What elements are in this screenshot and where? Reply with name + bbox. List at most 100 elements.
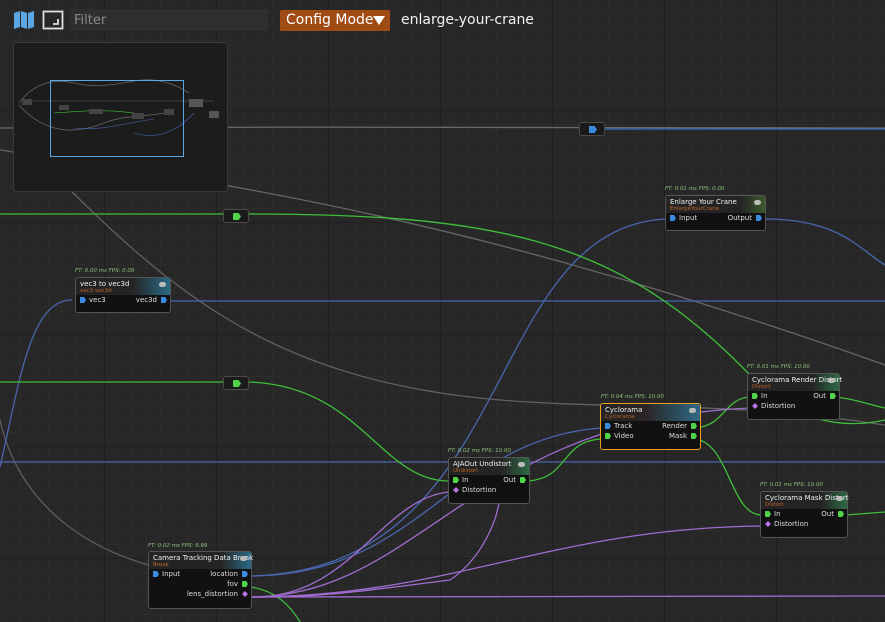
- caret-down-icon: [373, 16, 385, 25]
- node-stats: FT: 0.01 ms FPS: 0.00: [665, 186, 725, 192]
- pin-connector[interactable]: [453, 477, 459, 483]
- node-cyclorama-render-distort[interactable]: Cyclorama Render Distort Distort In Out …: [747, 373, 843, 420]
- minimap[interactable]: [13, 42, 228, 192]
- pin-output[interactable]: Render: [650, 421, 700, 431]
- config-mode-label: Config Mode: [286, 12, 374, 28]
- node-title: AJAOut Undistort: [453, 460, 512, 468]
- pin-input[interactable]: Input: [149, 569, 251, 579]
- pin-connector[interactable]: [765, 511, 771, 517]
- pin-output[interactable]: vec3d: [120, 295, 170, 305]
- pin-connector[interactable]: [520, 477, 526, 483]
- node-header[interactable]: vec3 to vec3d vec3 vec3d: [76, 278, 170, 295]
- node-header[interactable]: AJAOut Undistort Undistort: [449, 458, 529, 475]
- pin-connector[interactable]: [691, 423, 697, 429]
- node-enlarge-your-crane[interactable]: Enlarge Your Crane EnlargeYourCrane Inpu…: [665, 195, 766, 231]
- pin-input[interactable]: Distortion: [748, 401, 839, 411]
- node-cyclorama[interactable]: Cyclorama Cyclorama Track Render Video M…: [600, 403, 701, 450]
- pin-connector[interactable]: [80, 297, 86, 303]
- node-subtitle: Distort: [752, 384, 771, 390]
- collapse-icon[interactable]: [159, 282, 166, 287]
- pin-input[interactable]: In: [761, 509, 847, 519]
- pin-connector[interactable]: [752, 393, 758, 399]
- node-ajaout-undistort[interactable]: AJAOut Undistort Undistort In Out Distor…: [448, 457, 530, 504]
- node-title: Cyclorama: [605, 406, 643, 414]
- node-cyclorama-mask-distort[interactable]: Cyclorama Mask Distort Distort In Out Di…: [760, 491, 849, 538]
- reroute-pin[interactable]: [233, 213, 241, 220]
- pin-connector[interactable]: [691, 433, 697, 439]
- pin-input[interactable]: In: [748, 391, 839, 401]
- node-header[interactable]: Camera Tracking Data Break Break: [149, 552, 253, 569]
- pin-label: Distortion: [761, 402, 796, 410]
- node-stats: FT: 0.00 ms FPS: 0.00: [75, 268, 135, 274]
- config-mode-dropdown[interactable]: Config Mode: [280, 10, 390, 31]
- pin-input[interactable]: Distortion: [761, 519, 847, 529]
- node-header[interactable]: Cyclorama Render Distort Distort: [748, 374, 843, 391]
- pin-connector[interactable]: [242, 591, 248, 597]
- filter-input[interactable]: [70, 9, 268, 31]
- pin-connector[interactable]: [756, 215, 762, 221]
- pin-input[interactable]: Distortion: [449, 485, 529, 495]
- pin-connector[interactable]: [670, 215, 676, 221]
- minimap-graph: [18, 79, 219, 136]
- minimap-viewport[interactable]: [50, 80, 184, 157]
- node-subtitle: vec3 vec3d: [80, 288, 112, 294]
- pin-input[interactable]: In: [449, 475, 529, 485]
- pin-label: Mask: [668, 432, 687, 440]
- node-header[interactable]: Enlarge Your Crane EnlargeYourCrane: [666, 196, 765, 213]
- pin-connector[interactable]: [605, 423, 611, 429]
- frame-icon[interactable]: [42, 10, 64, 30]
- pin-label: In: [774, 510, 781, 518]
- pin-connector[interactable]: [153, 571, 159, 577]
- collapse-icon[interactable]: [836, 496, 843, 501]
- pin-output[interactable]: lens_distortion: [149, 589, 251, 599]
- node-stats: FT: 0.01 ms FPS: 10.00: [747, 364, 810, 370]
- pin-label: Input: [679, 214, 698, 222]
- node-subtitle: EnlargeYourCrane: [670, 206, 719, 212]
- pin-input[interactable]: Track: [601, 421, 700, 431]
- pin-connector[interactable]: [752, 403, 758, 409]
- reroute-node[interactable]: [223, 209, 249, 223]
- collapse-icon[interactable]: [754, 200, 761, 205]
- pin-connector[interactable]: [838, 511, 844, 517]
- pin-output[interactable]: Out: [807, 509, 847, 519]
- pin-connector[interactable]: [765, 521, 771, 527]
- pin-label: vec3: [89, 296, 106, 304]
- pin-connector[interactable]: [161, 297, 167, 303]
- reroute-pin[interactable]: [233, 380, 241, 387]
- pin-input[interactable]: Video: [601, 431, 700, 441]
- collapse-icon[interactable]: [828, 378, 835, 383]
- pin-output[interactable]: fov: [149, 579, 251, 589]
- reroute-node[interactable]: [223, 376, 249, 390]
- node-camera-tracking-data-break[interactable]: Camera Tracking Data Break Break Input l…: [148, 551, 253, 609]
- pin-output[interactable]: Out: [799, 391, 839, 401]
- node-vec3-to-vec3d[interactable]: vec3 to vec3d vec3 vec3d vec3 vec3d: [75, 277, 171, 313]
- node-title: Cyclorama Render Distort: [752, 376, 843, 384]
- node-header[interactable]: Cyclorama Mask Distort Distort: [761, 492, 849, 509]
- node-title: Enlarge Your Crane: [670, 198, 737, 206]
- pin-input[interactable]: Input: [666, 213, 765, 223]
- pin-label: Input: [162, 570, 181, 578]
- pin-connector[interactable]: [605, 433, 611, 439]
- pin-label: location: [210, 570, 238, 578]
- toolbar: Config Mode enlarge-your-crane: [0, 0, 885, 40]
- pin-label: Out: [813, 392, 826, 400]
- pin-label: Out: [503, 476, 516, 484]
- pin-connector[interactable]: [242, 571, 248, 577]
- pin-connector[interactable]: [453, 487, 459, 493]
- pin-connector[interactable]: [242, 581, 248, 587]
- collapse-icon[interactable]: [518, 462, 525, 467]
- pin-label: Out: [821, 510, 834, 518]
- collapse-icon[interactable]: [240, 556, 247, 561]
- pin-output[interactable]: Out: [489, 475, 529, 485]
- pin-output[interactable]: Output: [705, 213, 765, 223]
- node-header[interactable]: Cyclorama Cyclorama: [601, 404, 700, 421]
- reroute-pin[interactable]: [589, 126, 597, 133]
- reroute-node[interactable]: [579, 122, 605, 136]
- pin-output[interactable]: Mask: [650, 431, 700, 441]
- pin-input[interactable]: vec3: [76, 295, 170, 305]
- map-icon[interactable]: [13, 10, 35, 30]
- collapse-icon[interactable]: [689, 408, 696, 413]
- pin-connector[interactable]: [830, 393, 836, 399]
- node-title: Cyclorama Mask Distort: [765, 494, 849, 502]
- pin-output[interactable]: location: [191, 569, 251, 579]
